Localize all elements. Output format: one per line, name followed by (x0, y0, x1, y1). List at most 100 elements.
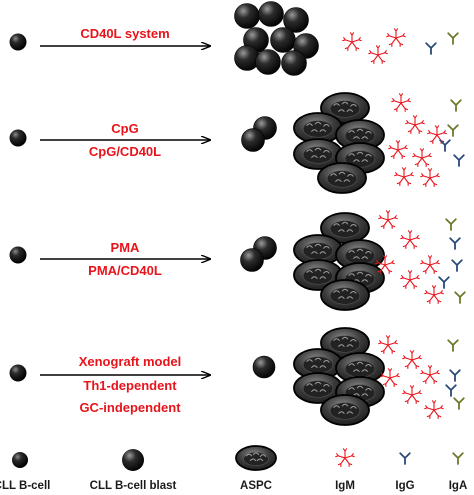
cll-b-cell-blast-icon (270, 27, 296, 53)
condition-label: Xenograft model (79, 354, 182, 369)
igm-icon (335, 448, 355, 467)
igm-icon (420, 168, 440, 187)
condition-label: PMA/CD40L (88, 263, 162, 278)
iga-icon (453, 397, 465, 410)
aspc-cluster (293, 212, 385, 311)
iga-icon (445, 218, 457, 231)
aspc-icon (335, 239, 385, 271)
legend-label-igm: IgM (335, 480, 355, 492)
aspc-icon (235, 445, 277, 471)
igm-icon (386, 28, 406, 47)
blast-pair (241, 116, 277, 152)
igm-icon (378, 335, 398, 354)
aspc-icon (320, 394, 370, 426)
blast-single (252, 355, 276, 379)
legend-label-cll-b-cell: CLL B-cell (0, 480, 50, 492)
antibody-cloud (378, 335, 465, 419)
igm-icon (424, 285, 444, 304)
legend-label-iga: IgA (449, 480, 468, 492)
aspc-icon (235, 445, 277, 471)
legend-label-cll-b-cell-blast: CLL B-cell blast (90, 480, 177, 492)
igm-icon (405, 115, 425, 134)
condition-label: CpG (111, 121, 138, 136)
cll-b-cell-icon (9, 364, 27, 382)
aspc-icon (335, 352, 385, 384)
igg-icon (439, 139, 451, 152)
igm-icon (402, 385, 422, 404)
aspc-icon (335, 376, 385, 408)
legend-label-igg: IgG (395, 480, 414, 492)
igm-icon (427, 125, 447, 144)
iga-icon (452, 452, 464, 465)
igm-icon (420, 365, 440, 384)
cll-b-cell-blast-icon (281, 50, 307, 76)
row-4: Xenograft model Th1-dependent GC-indepen… (9, 327, 465, 426)
aspc-icon (320, 212, 370, 244)
aspc-icon (335, 142, 385, 174)
igm-icon (394, 167, 414, 186)
aspc-icon (293, 348, 343, 380)
antibody-cloud (375, 210, 466, 304)
aspc-cluster (293, 92, 385, 194)
iga-icon (452, 452, 464, 465)
cll-b-cell-blast-icon (283, 7, 309, 33)
igm-icon (420, 255, 440, 274)
cll-b-cell-blast-icon (234, 45, 260, 71)
igg-icon (445, 384, 457, 397)
cll-b-cell-blast-icon (122, 449, 144, 471)
igm-icon (402, 350, 422, 369)
aspc-icon (317, 162, 367, 194)
igg-icon (451, 259, 463, 272)
iga-icon (454, 291, 466, 304)
row-3: PMA PMA/CD40L (9, 210, 466, 311)
iga-icon (447, 124, 459, 137)
condition-label: CD40L system (80, 26, 169, 41)
cll-b-cell-icon (9, 246, 27, 264)
igg-icon (449, 369, 461, 382)
blast-pair (240, 236, 277, 272)
igm-icon (388, 140, 408, 159)
iga-icon (450, 99, 462, 112)
cll-b-cell-icon (9, 129, 27, 147)
legend-label-aspc: ASPC (240, 480, 272, 492)
igm-icon (412, 148, 432, 167)
cll-b-cell-blast-icon (258, 1, 284, 27)
condition-label: GC-independent (79, 400, 181, 415)
row-1: CD40L system (9, 1, 459, 76)
cll-b-cell-blast-icon (252, 355, 276, 379)
blast-cluster (234, 1, 319, 76)
condition-label: Th1-dependent (83, 378, 177, 393)
igg-icon (399, 452, 411, 465)
igm-icon (378, 210, 398, 229)
cll-b-cell-blast-icon (255, 49, 281, 75)
cll-b-cell-icon (9, 33, 27, 51)
cll-b-cell-blast-icon (241, 128, 265, 152)
igm-icon (424, 400, 444, 419)
igg-icon (425, 42, 437, 55)
igm-icon (335, 448, 355, 467)
igm-icon (400, 230, 420, 249)
aspc-cluster (293, 327, 385, 426)
igm-icon (391, 93, 411, 112)
igg-icon (438, 276, 450, 289)
aspc-icon (293, 234, 343, 266)
igg-icon (453, 154, 465, 167)
igg-icon (399, 452, 411, 465)
igg-icon (449, 237, 461, 250)
igm-icon (375, 255, 395, 274)
igm-icon (400, 270, 420, 289)
antibody-cloud (342, 28, 459, 64)
antibody-cloud (388, 93, 465, 187)
cll-b-cell-blast-icon (240, 248, 264, 272)
cll-b-cell-icon (12, 452, 28, 468)
cll-b-cell-blast-icon (234, 3, 260, 29)
aspc-icon (293, 112, 343, 144)
condition-label: CpG/CD40L (89, 144, 161, 159)
igm-icon (342, 32, 362, 51)
igm-icon (368, 45, 388, 64)
condition-label: PMA (111, 240, 141, 255)
legend: CLL B-cell CLL B-cell blast ASPC IgM IgG… (0, 445, 468, 492)
aspc-icon (320, 279, 370, 311)
row-2: CpG CpG/CD40L (9, 92, 465, 194)
